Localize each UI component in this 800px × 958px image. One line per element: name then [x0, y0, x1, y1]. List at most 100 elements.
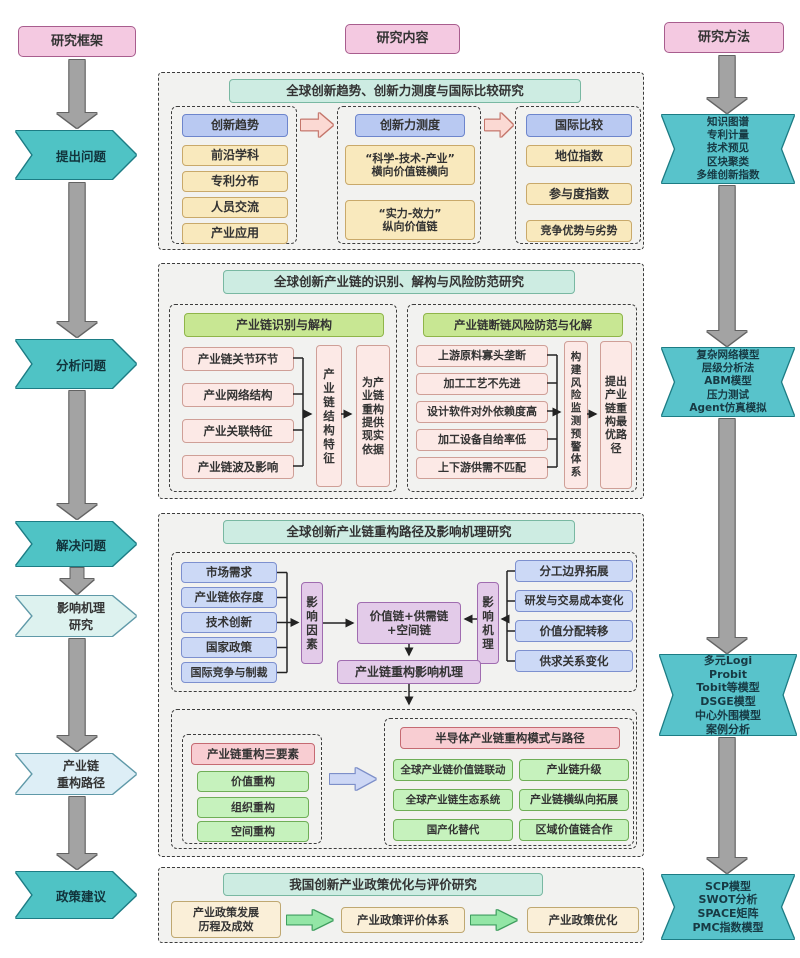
method-banner-label: 知识图谱 专利计量 技术预见 区块聚类 多维创新指数 [662, 115, 794, 183]
step-label: 提出问题 [16, 131, 136, 179]
compare-head: 国际比较 [526, 114, 632, 137]
chain-identify-subbox: 产业链识别与解构 产业链关节环节 产业网络结构 产业关联特征 产业链波及影响 产… [169, 304, 397, 492]
step-label: 政策建议 [16, 872, 136, 918]
flow-arrow-right-icon [471, 910, 517, 930]
section-3-header: 全球创新产业链重构路径及影响机理研究 [223, 520, 575, 544]
path-subbox: 产业链重构三要素 价值重构 组织重构 空间重构 半导体产业链重构模式与路径 全球… [171, 709, 637, 849]
method-banner-3: 多元Logi Probit Tobit等模型 DSGE模型 中心外围模型 案例分… [660, 655, 796, 735]
method-banner-label: SCP模型 SWOT分析 SPACE矩阵 PMC指数模型 [662, 875, 794, 939]
content-title: 研究内容 [345, 24, 460, 54]
mode-item: 区域价值链合作 [519, 819, 629, 841]
method-banner-1: 知识图谱 专利计量 技术预见 区块聚类 多维创新指数 [662, 115, 794, 183]
modes-head: 半导体产业链重构模式与路径 [400, 727, 620, 749]
mech-item: 研发与交易成本变化 [515, 590, 633, 612]
policy-item: 产业政策评价体系 [341, 907, 465, 933]
vertical-box-basis: 为产业链重构提供现实依据 [356, 345, 390, 487]
method-banner-label: 多元Logi Probit Tobit等模型 DSGE模型 中心外围模型 案例分… [660, 655, 796, 735]
flow-arrow-right-icon [301, 113, 333, 137]
mode-item: 国产化替代 [393, 819, 513, 841]
vertical-box-mechanism: 影响机理 [477, 582, 499, 664]
flow-arrow-right-icon [330, 768, 376, 790]
flow-arrow-down-icon [707, 186, 747, 346]
chain-risk-subbox: 产业链断链风险防范与化解 上游原料寡头垄断 加工工艺不先进 设计软件对外依赖度高… [407, 304, 637, 492]
flow-arrow-down-icon [707, 419, 747, 653]
trend-item: 专利分布 [182, 171, 288, 192]
measure-item: “科学-技术-产业” 横向价值链横向 [345, 145, 475, 185]
element-item: 空间重构 [197, 821, 309, 842]
flow-arrow-down-icon [707, 738, 747, 873]
section-3-container: 全球创新产业链重构路径及影响机理研究 市场需求 产业链依存度 技术创新 国家政策… [158, 513, 644, 857]
chain-identify-head: 产业链识别与解构 [184, 313, 384, 337]
step-label: 产业链 重构路径 [16, 754, 136, 794]
measure-item: “实力-效力” 纵向价值链 [345, 200, 475, 240]
policy-item: 产业政策优化 [527, 907, 639, 933]
flow-arrow-down-icon [707, 56, 747, 113]
core-chain-box: 价值链+供需链 +空间链 [357, 602, 461, 644]
element-item: 价值重构 [197, 771, 309, 792]
section-1-container: 全球创新趋势、创新力测度与国际比较研究 创新趋势 前沿学科 专利分布 人员交流 … [158, 72, 644, 250]
flow-arrow-down-icon [57, 183, 97, 337]
step-analyze-question: 分析问题 [16, 340, 136, 388]
risk-item: 加工设备自给率低 [416, 429, 548, 451]
compare-subbox: 国际比较 地位指数 参与度指数 竞争优势与劣势 [515, 106, 641, 244]
trend-item: 产业应用 [182, 223, 288, 244]
factor-item: 技术创新 [181, 612, 277, 633]
chain-item: 产业网络结构 [182, 383, 294, 407]
elements-subbox: 产业链重构三要素 价值重构 组织重构 空间重构 [182, 734, 322, 844]
chain-item: 产业关联特征 [182, 419, 294, 443]
risk-item: 设计软件对外依赖度高 [416, 401, 548, 423]
method-banner-label: 复杂网络模型 层级分析法 ABM模型 压力测试 Agent仿真模拟 [662, 348, 794, 416]
step-label: 解决问题 [16, 522, 136, 566]
compare-item: 参与度指数 [526, 183, 632, 205]
step-solve-question: 解决问题 [16, 522, 136, 566]
mode-item: 产业链横纵向拓展 [519, 789, 629, 811]
step-label: 分析问题 [16, 340, 136, 388]
method-banner-4: SCP模型 SWOT分析 SPACE矩阵 PMC指数模型 [662, 875, 794, 939]
step-label: 影响机理 研究 [16, 596, 136, 636]
policy-item: 产业政策发展 历程及成效 [171, 901, 281, 938]
flow-arrow-down-icon [60, 568, 94, 594]
flow-arrow-down-icon [57, 391, 97, 519]
chain-item: 产业链关节环节 [182, 347, 294, 371]
mech-item: 分工边界拓展 [515, 560, 633, 582]
trend-head: 创新趋势 [182, 114, 288, 137]
factor-item: 国家政策 [181, 637, 277, 658]
factor-item: 产业链依存度 [181, 587, 277, 608]
step-raise-question: 提出问题 [16, 131, 136, 179]
mech-item: 供求关系变化 [515, 650, 633, 672]
trend-subbox: 创新趋势 前沿学科 专利分布 人员交流 产业应用 [171, 106, 297, 244]
modes-subbox: 半导体产业链重构模式与路径 全球产业链价值链联动 全球产业链生态系统 国产化替代… [384, 718, 634, 846]
risk-item: 上下游供需不匹配 [416, 457, 548, 479]
vertical-box-path: 提出产业链重构最优路径 [600, 341, 632, 489]
compare-item: 地位指数 [526, 145, 632, 167]
vertical-box-factors: 影响因素 [301, 582, 323, 664]
mech-item: 价值分配转移 [515, 620, 633, 642]
section-4-header: 我国创新产业政策优化与评价研究 [223, 873, 543, 896]
trend-item: 前沿学科 [182, 145, 288, 166]
chain-item: 产业链波及影响 [182, 455, 294, 479]
restructure-mechanism-box: 产业链重构影响机理 [337, 660, 481, 684]
vertical-box-structure: 产业链结构特征 [316, 345, 342, 487]
mode-item: 全球产业链生态系统 [393, 789, 513, 811]
measure-subbox: 创新力测度 “科学-技术-产业” 横向价值链横向 “实力-效力” 纵向价值链 [337, 106, 481, 244]
frame-title: 研究框架 [18, 26, 136, 57]
mode-item: 全球产业链价值链联动 [393, 759, 513, 781]
mode-item: 产业链升级 [519, 759, 629, 781]
step-policy-advice: 政策建议 [16, 872, 136, 918]
section-1-header: 全球创新趋势、创新力测度与国际比较研究 [229, 79, 581, 103]
flow-arrow-right-icon [287, 910, 333, 930]
chain-risk-head: 产业链断链风险防范与化解 [423, 313, 623, 337]
trend-item: 人员交流 [182, 197, 288, 218]
element-item: 组织重构 [197, 797, 309, 818]
vertical-box-warning: 构建风险监测预警体系 [564, 341, 588, 489]
section-2-header: 全球创新产业链的识别、解构与风险防范研究 [223, 270, 575, 294]
section-2-container: 全球创新产业链的识别、解构与风险防范研究 产业链识别与解构 产业链关节环节 产业… [158, 263, 644, 499]
step-mechanism-research: 影响机理 研究 [16, 596, 136, 636]
method-banner-2: 复杂网络模型 层级分析法 ABM模型 压力测试 Agent仿真模拟 [662, 348, 794, 416]
step-restructure-path: 产业链 重构路径 [16, 754, 136, 794]
flow-arrow-down-icon [57, 639, 97, 751]
risk-item: 加工工艺不先进 [416, 373, 548, 395]
factor-item: 国际竞争与制裁 [181, 662, 277, 683]
flow-arrow-down-icon [57, 60, 97, 128]
